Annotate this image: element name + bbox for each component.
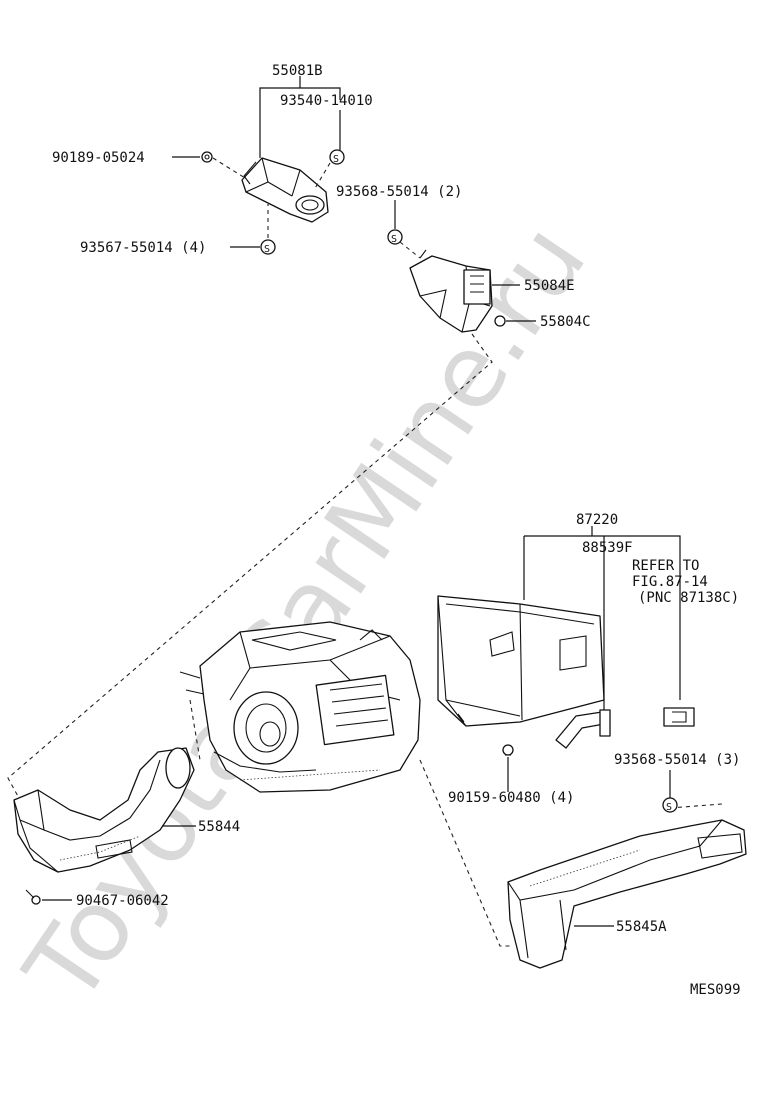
label-90159-60480: 90159-60480 (4) — [448, 790, 574, 806]
svg-text:S: S — [333, 154, 339, 165]
label-55845a: 55845A — [616, 919, 667, 935]
label-93540-14010: 93540-14010 — [280, 93, 373, 109]
duct-55081b — [241, 157, 329, 223]
svg-text:S: S — [666, 802, 672, 813]
heater-unit — [179, 621, 421, 793]
label-93568-55014-2: 93568-55014 (2) — [336, 184, 462, 200]
label-90189-05024: 90189-05024 — [52, 150, 145, 166]
duct-55084e — [409, 249, 493, 333]
label-88539f: 88539F — [582, 540, 633, 556]
label-55804c: 55804C — [540, 314, 591, 330]
label-refer-to: REFER TO — [632, 558, 699, 574]
screw-93567-icon: S — [260, 239, 276, 255]
screw-90467-icon — [25, 889, 41, 905]
duct-55844 — [13, 747, 195, 873]
duct-box-87220 — [437, 595, 605, 727]
nut-55804c-icon — [494, 315, 506, 327]
figure-code: MES099 — [690, 982, 741, 998]
svg-text:S: S — [264, 244, 270, 255]
label-refer-fig: FIG.87-14 — [632, 574, 708, 590]
screw-93568-lower-icon: S — [662, 797, 678, 813]
clip-87138c-icon — [663, 707, 695, 727]
hose-88539f — [555, 709, 611, 749]
svg-text:S: S — [391, 234, 397, 245]
label-refer-pnc: (PNC 87138C) — [638, 590, 739, 606]
duct-55845a — [507, 819, 747, 969]
label-87220: 87220 — [576, 512, 618, 528]
nut-90189-icon — [201, 151, 213, 163]
label-93568-55014-3: 93568-55014 (3) — [614, 752, 740, 768]
screw-93568-upper-icon: S — [387, 229, 403, 245]
label-93567-55014: 93567-55014 (4) — [80, 240, 206, 256]
label-90467-06042: 90467-06042 — [76, 893, 169, 909]
label-55844: 55844 — [198, 819, 240, 835]
label-55084e: 55084E — [524, 278, 575, 294]
label-55081b: 55081B — [272, 63, 323, 79]
screw-90159-icon — [502, 744, 514, 756]
screw-93540-icon: S — [329, 149, 345, 165]
